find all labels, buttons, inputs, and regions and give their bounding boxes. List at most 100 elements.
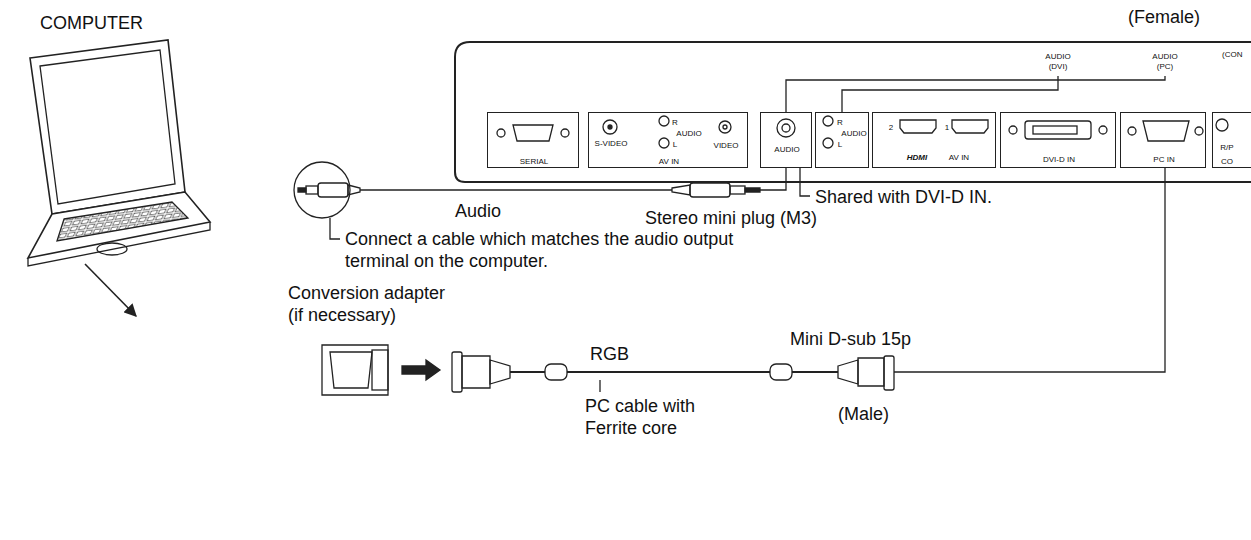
plug-body [318, 183, 348, 197]
terminal-label: L [838, 140, 842, 149]
terminal-label: AV IN [659, 157, 679, 166]
dvi-pins [1033, 126, 1077, 134]
label: (Female) [1128, 6, 1200, 28]
terminal-label: R [837, 118, 843, 127]
terminal-box: DVI-D IN [1000, 112, 1116, 168]
d-sub-connector [1143, 121, 1189, 141]
plug-body [690, 183, 730, 197]
laptop-screen [40, 50, 175, 204]
callout-circle [294, 162, 350, 218]
plug-sleeve [306, 186, 318, 194]
label: Connect a cable which matches the audio … [345, 228, 745, 272]
audio-cable [760, 168, 786, 190]
screw [561, 129, 569, 137]
adapter-body [322, 345, 388, 395]
terminal-label: 1 [945, 123, 949, 132]
s-video-jack [603, 120, 617, 134]
ferrite-core [545, 364, 567, 380]
terminal-box: R/P CO [1212, 112, 1251, 168]
video-jack [719, 121, 731, 133]
label: AUDIO (DVI) [1041, 52, 1075, 72]
adapter-back [372, 350, 388, 390]
hdmi-port [952, 120, 988, 133]
terminal-label: SERIAL [520, 157, 548, 166]
serial-connector [513, 125, 553, 141]
label: Shared with DVI-D IN. [815, 186, 992, 208]
d-sub-hood [490, 360, 510, 384]
ferrite-core [770, 364, 792, 380]
d-sub-hood [838, 360, 858, 384]
rca-jack [823, 116, 833, 126]
leader-line [330, 218, 340, 239]
screw [1009, 126, 1017, 134]
hdmi-port [900, 120, 936, 133]
adapter-plug [330, 352, 372, 388]
terminal-label: VIDEO [714, 141, 739, 150]
terminal-label: DVI-D IN [1043, 155, 1075, 164]
label: COMPUTER [40, 12, 143, 34]
dvi-connector [1025, 121, 1091, 139]
d-sub-plug [452, 352, 462, 392]
screw [1099, 126, 1107, 134]
direction-arrow [85, 264, 136, 316]
d-sub-plug [884, 356, 894, 390]
terminal-label: R/P [1220, 143, 1233, 152]
audio-cable [360, 189, 672, 190]
terminal-box: 2 1HDMI AV IN [872, 112, 996, 168]
terminal-box: SERIAL [487, 112, 579, 168]
terminal-label: AUDIO [676, 129, 701, 138]
label: (CON [1222, 50, 1242, 60]
rca-jack [823, 138, 833, 148]
d-sub-plug [462, 356, 490, 388]
label: Conversion adapter (if necessary) [288, 282, 463, 326]
label: Audio [455, 200, 501, 222]
terminal-label: R [672, 118, 678, 127]
label: (Male) [838, 403, 889, 425]
terminal-label: AV IN [949, 153, 969, 162]
insert-arrow [402, 360, 440, 380]
laptop-touchpad [97, 243, 127, 255]
plug-strain [348, 185, 360, 195]
terminal-label: AUDIO [774, 145, 799, 154]
audio-jack [777, 119, 795, 137]
screw [1128, 127, 1136, 135]
label: RGB [590, 343, 629, 365]
terminal-label: AUDIO [841, 129, 866, 138]
terminal-box: AUDIO [760, 112, 812, 168]
terminal-box: S-VIDEO R AUDIO L VIDEO AV IN [588, 112, 748, 168]
label: AUDIO (PC) [1148, 52, 1182, 72]
terminal-label: PC IN [1153, 155, 1174, 164]
screw [497, 129, 505, 137]
plug-tip [745, 188, 760, 192]
d-sub-plug [858, 358, 884, 386]
terminal-label: HDMI [907, 153, 927, 162]
plug-sleeve [730, 186, 745, 194]
video-jack-pin [723, 125, 727, 129]
terminal-label: CO [1221, 157, 1233, 166]
laptop-lid [30, 40, 185, 214]
label: PC cable with Ferrite core [585, 395, 715, 439]
component-jack [1216, 119, 1228, 131]
rca-jack [659, 116, 669, 126]
label: Mini D-sub 15p [790, 328, 911, 350]
terminal-label: 2 [889, 123, 893, 132]
leader-line [599, 380, 600, 392]
s-video-pin [608, 125, 612, 129]
label: Stereo mini plug (M3) [645, 207, 817, 229]
leader-line [800, 168, 810, 196]
shared-audio-line [786, 76, 1165, 112]
terminal-label: S-VIDEO [595, 139, 628, 148]
shared-audio-line [842, 76, 1058, 112]
panel-outline [455, 42, 1251, 182]
plug-strain [672, 185, 690, 195]
screw [1195, 127, 1203, 135]
rca-jack [659, 138, 669, 148]
laptop-keyboard [57, 202, 188, 241]
plug-tip [298, 188, 306, 192]
terminal-label: L [673, 140, 677, 149]
terminal-box: PC IN [1120, 112, 1206, 168]
audio-jack-hole [782, 124, 790, 132]
terminal-box: R AUDIO L [815, 112, 869, 168]
